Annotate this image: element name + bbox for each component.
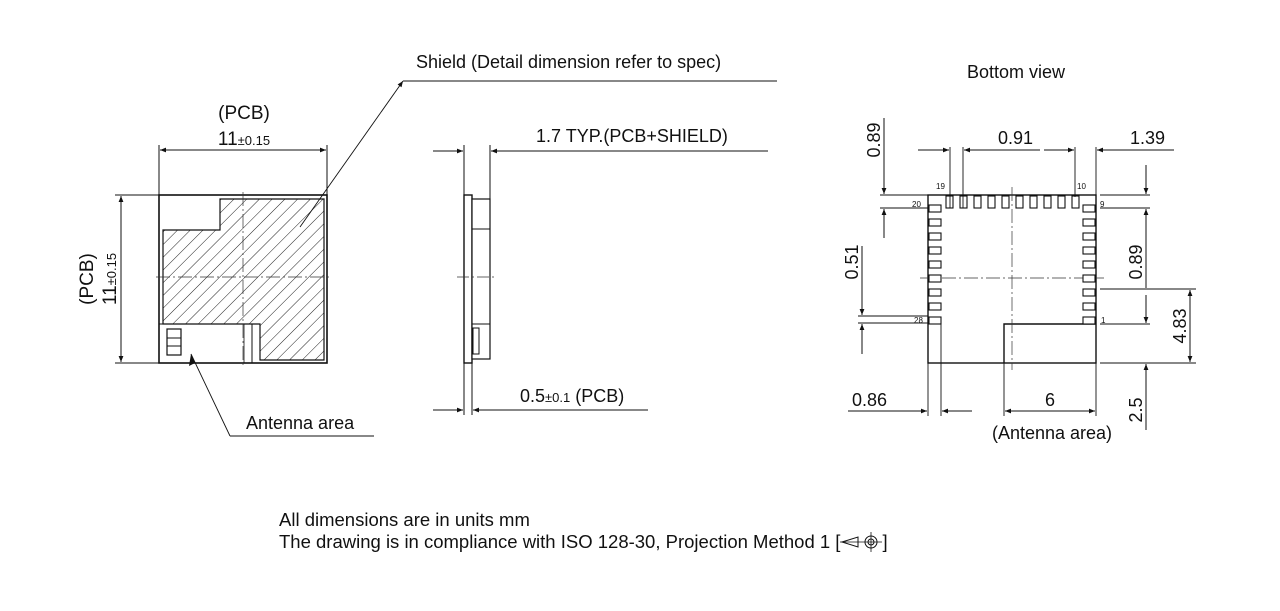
pin-label-10: 10 — [1077, 182, 1086, 191]
side-view: 1.7 TYP.(PCB+SHIELD) 0.5±0.1(PCB) — [433, 126, 768, 415]
units-note: All dimensions are in units mm — [279, 509, 530, 530]
right-pad-column — [1082, 204, 1096, 325]
first-angle-projection-icon — [840, 532, 883, 552]
shield-callout: Shield (Detail dimension refer to spec) — [416, 52, 721, 72]
top-right-dimension: 1.39 — [1130, 128, 1165, 148]
standard-note: The drawing is in compliance with ISO 12… — [279, 531, 888, 553]
left-vertical-dimension: 0.51 — [842, 244, 862, 279]
width-dimension: 11±0.15 — [218, 129, 270, 150]
total-thickness-dimension: 1.7 TYP.(PCB+SHIELD) — [536, 126, 728, 146]
pin-label-9: 9 — [1100, 200, 1105, 209]
height-pcb-label: (PCB) — [77, 253, 98, 305]
bottom-view-title: Bottom view — [967, 62, 1066, 82]
bottom-left-dimension: 0.86 — [852, 390, 887, 410]
pcb-thickness-dimension: 0.5±0.1(PCB) — [520, 386, 624, 406]
pad-pitch-dimension: 0.91 — [998, 128, 1033, 148]
antenna-height-dimension: 2.5 — [1126, 397, 1146, 422]
standard-note-text: The drawing is in compliance with ISO 12… — [279, 531, 841, 552]
right-vertical-dimension: 4.83 — [1170, 308, 1190, 343]
top-pad-row — [945, 195, 1080, 209]
pin-label-20: 20 — [912, 200, 921, 209]
right-upper-vertical-dimension: 0.89 — [1126, 244, 1146, 279]
pin-label-1: 1 — [1101, 316, 1106, 325]
pin-label-28: 28 — [914, 316, 923, 325]
front-view: (PCB) 11±0.15 (PCB) 11±0.15 Shield (Deta… — [77, 52, 777, 437]
bottom-view: Bottom view — [842, 62, 1196, 443]
top-left-vertical-dimension: 0.89 — [864, 122, 884, 157]
standard-note-bracket: ] — [882, 531, 888, 552]
width-pcb-label: (PCB) — [218, 103, 270, 124]
height-dimension: 11±0.15 — [100, 253, 121, 305]
antenna-area-callout: Antenna area — [246, 413, 355, 433]
pin-label-19: 19 — [936, 182, 945, 191]
left-pad-column — [928, 204, 942, 325]
antenna-width-dimension: 6 — [1045, 390, 1055, 410]
antenna-area-label: (Antenna area) — [992, 423, 1112, 443]
